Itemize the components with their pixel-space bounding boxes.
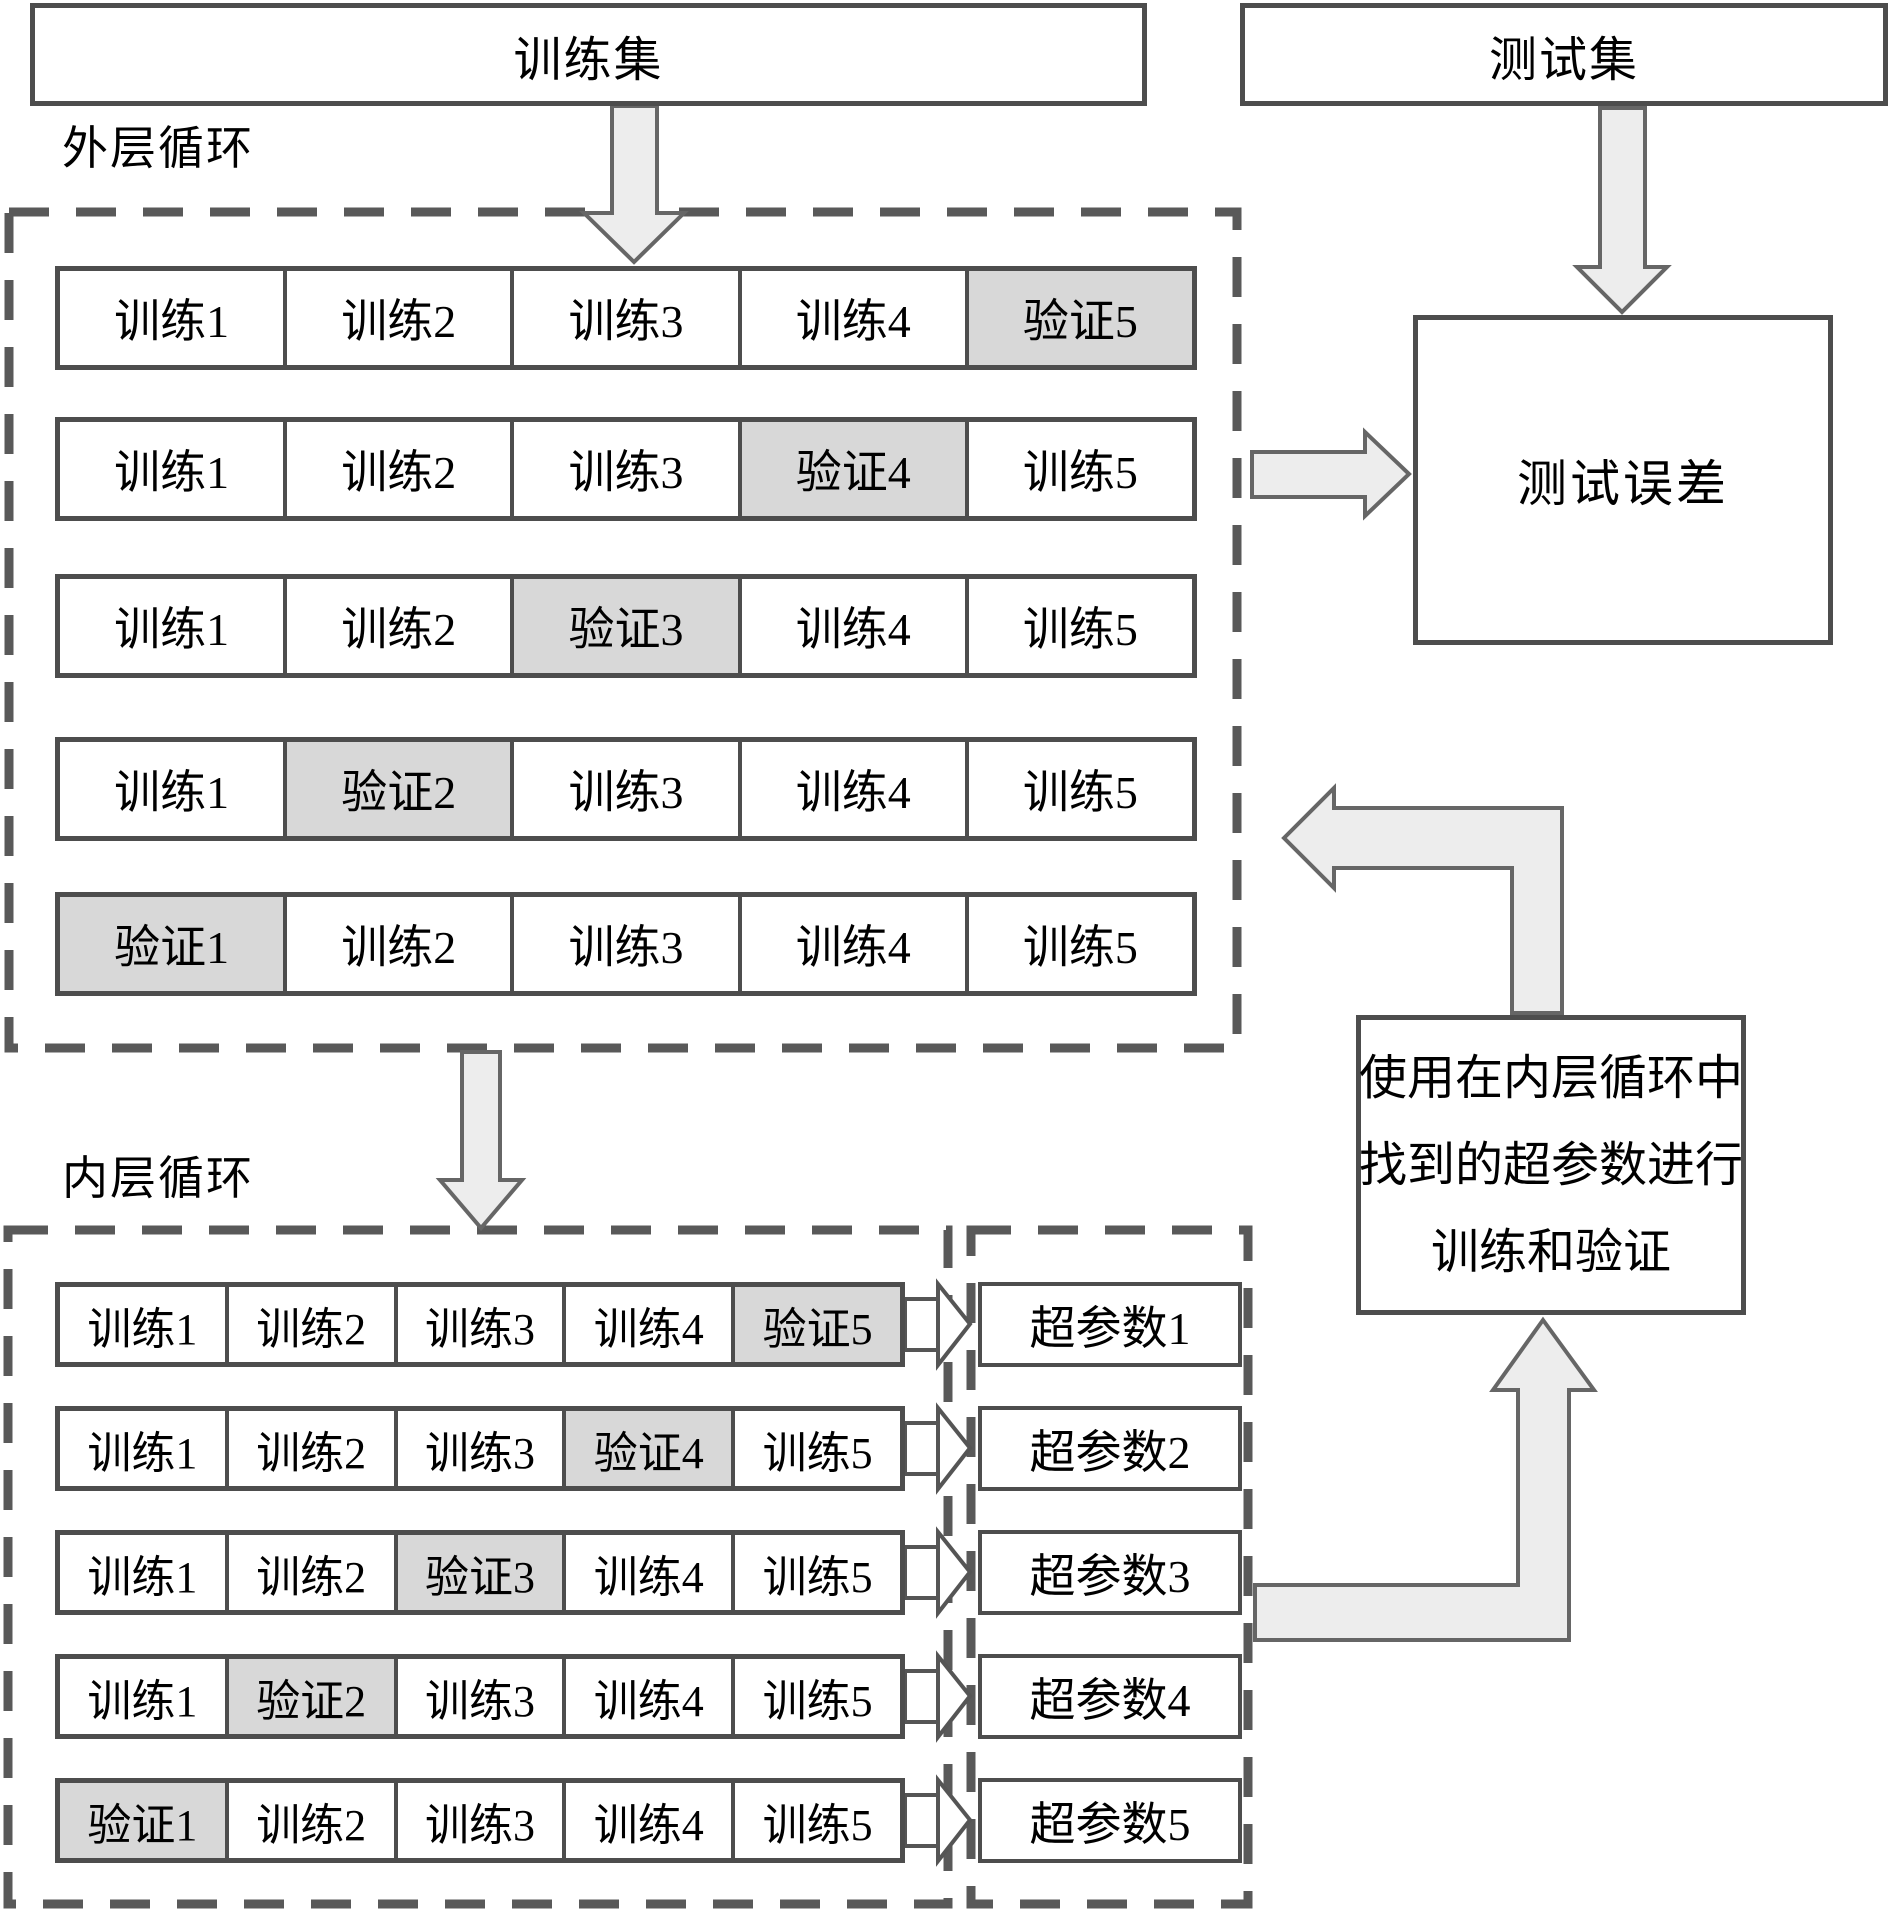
inner-arrow-head bbox=[936, 1650, 973, 1743]
train-cell: 训练2 bbox=[224, 1411, 394, 1486]
train-cell: 训练5 bbox=[731, 1411, 900, 1486]
validation-cell: 验证1 bbox=[60, 1783, 225, 1858]
outer-to-inner-down-arrow bbox=[435, 1050, 527, 1232]
inner-arrow-shaft bbox=[903, 1421, 940, 1476]
train-cell: 训练5 bbox=[731, 1659, 900, 1734]
note-line: 训练和验证 bbox=[1430, 1225, 1671, 1279]
train-cell: 训练2 bbox=[283, 579, 511, 673]
inner-arrow-head bbox=[936, 1526, 973, 1619]
train-cell: 训练3 bbox=[393, 1287, 563, 1362]
train-cell: 训练4 bbox=[562, 1783, 732, 1858]
noteback-to-outer-elbow-arrow bbox=[1281, 783, 1564, 1015]
test-set-box: 测试集 bbox=[1240, 3, 1888, 106]
validation-cell: 验证5 bbox=[964, 271, 1193, 365]
note-box: 使用在内层循环中找到的超参数进行训练和验证 bbox=[1356, 1015, 1746, 1315]
train-cell: 训练3 bbox=[393, 1783, 563, 1858]
hyperparams-to-note-elbow-arrow bbox=[1253, 1316, 1598, 1642]
train-cell: 训练5 bbox=[964, 897, 1193, 991]
outer-to-testerror-arrow bbox=[1250, 427, 1412, 521]
hyperparam-box: 超参数3 bbox=[978, 1530, 1242, 1615]
note-line: 使用在内层循环中 bbox=[1359, 1051, 1744, 1105]
train-cell: 训练2 bbox=[283, 271, 511, 365]
test-error-box: 测试误差 bbox=[1413, 315, 1833, 645]
train-cell: 训练2 bbox=[224, 1287, 394, 1362]
validation-cell: 验证2 bbox=[224, 1659, 394, 1734]
train-cell: 训练4 bbox=[737, 897, 965, 991]
train-cell: 训练1 bbox=[60, 1659, 225, 1734]
hyperparams-dashed-border bbox=[966, 1225, 1253, 1909]
train-cell: 训练1 bbox=[60, 742, 284, 836]
train-set-box: 训练集 bbox=[30, 3, 1147, 106]
hyperparam-box: 超参数5 bbox=[978, 1778, 1242, 1863]
train-cell: 训练1 bbox=[60, 1287, 225, 1362]
note-line: 找到的超参数进行 bbox=[1359, 1138, 1744, 1192]
validation-cell: 验证4 bbox=[737, 422, 965, 516]
inner-arrow-shaft bbox=[903, 1545, 940, 1600]
train-cell: 训练2 bbox=[224, 1783, 394, 1858]
train-cell: 训练4 bbox=[737, 271, 965, 365]
train-cell: 训练2 bbox=[283, 422, 511, 516]
train-cell: 训练1 bbox=[60, 1411, 225, 1486]
inner-arrow-head bbox=[936, 1278, 973, 1371]
train-cell: 训练4 bbox=[737, 579, 965, 673]
train-cell: 训练4 bbox=[562, 1535, 732, 1610]
train-cell: 训练4 bbox=[737, 742, 965, 836]
train-cell: 训练3 bbox=[510, 742, 738, 836]
train-cell: 训练3 bbox=[510, 422, 738, 516]
validation-cell: 验证5 bbox=[731, 1287, 900, 1362]
trainset-down-arrow bbox=[579, 104, 689, 265]
test-error-label: 测试误差 bbox=[1517, 456, 1729, 512]
hyperparam-box: 超参数2 bbox=[978, 1406, 1242, 1491]
train-cell: 训练5 bbox=[964, 579, 1193, 673]
train-cell: 训练4 bbox=[562, 1659, 732, 1734]
train-cell: 训练4 bbox=[562, 1287, 732, 1362]
train-cell: 训练3 bbox=[510, 271, 738, 365]
train-cell: 训练1 bbox=[60, 271, 284, 365]
train-set-label: 训练集 bbox=[513, 33, 664, 87]
validation-cell: 验证4 bbox=[562, 1411, 732, 1486]
validation-cell: 验证2 bbox=[283, 742, 511, 836]
train-cell: 训练1 bbox=[60, 579, 284, 673]
outer-loop-label: 外层循环 bbox=[62, 123, 254, 174]
train-cell: 训练5 bbox=[731, 1535, 900, 1610]
train-cell: 训练5 bbox=[964, 742, 1193, 836]
validation-cell: 验证1 bbox=[60, 897, 284, 991]
train-cell: 训练3 bbox=[510, 897, 738, 991]
train-cell: 训练3 bbox=[393, 1659, 563, 1734]
inner-arrow-shaft bbox=[903, 1793, 940, 1848]
validation-cell: 验证3 bbox=[393, 1535, 563, 1610]
train-cell: 训练1 bbox=[60, 1535, 225, 1610]
inner-arrow-shaft bbox=[903, 1669, 940, 1724]
hyperparam-box: 超参数4 bbox=[978, 1654, 1242, 1739]
inner-arrow-head bbox=[936, 1402, 973, 1495]
validation-cell: 验证3 bbox=[510, 579, 738, 673]
hyperparam-box: 超参数1 bbox=[978, 1282, 1242, 1367]
train-cell: 训练5 bbox=[964, 422, 1193, 516]
train-cell: 训练2 bbox=[224, 1535, 394, 1610]
inner-arrow-head bbox=[936, 1774, 973, 1867]
inner-arrow-shaft bbox=[903, 1297, 940, 1352]
train-cell: 训练3 bbox=[393, 1411, 563, 1486]
test-set-label: 测试集 bbox=[1488, 33, 1639, 87]
train-cell: 训练1 bbox=[60, 422, 284, 516]
testset-down-arrow bbox=[1572, 106, 1672, 315]
inner-row-arrows bbox=[903, 1278, 973, 1867]
inner-loop-label: 内层循环 bbox=[62, 1153, 254, 1204]
train-cell: 训练2 bbox=[283, 897, 511, 991]
train-cell: 训练5 bbox=[731, 1783, 900, 1858]
